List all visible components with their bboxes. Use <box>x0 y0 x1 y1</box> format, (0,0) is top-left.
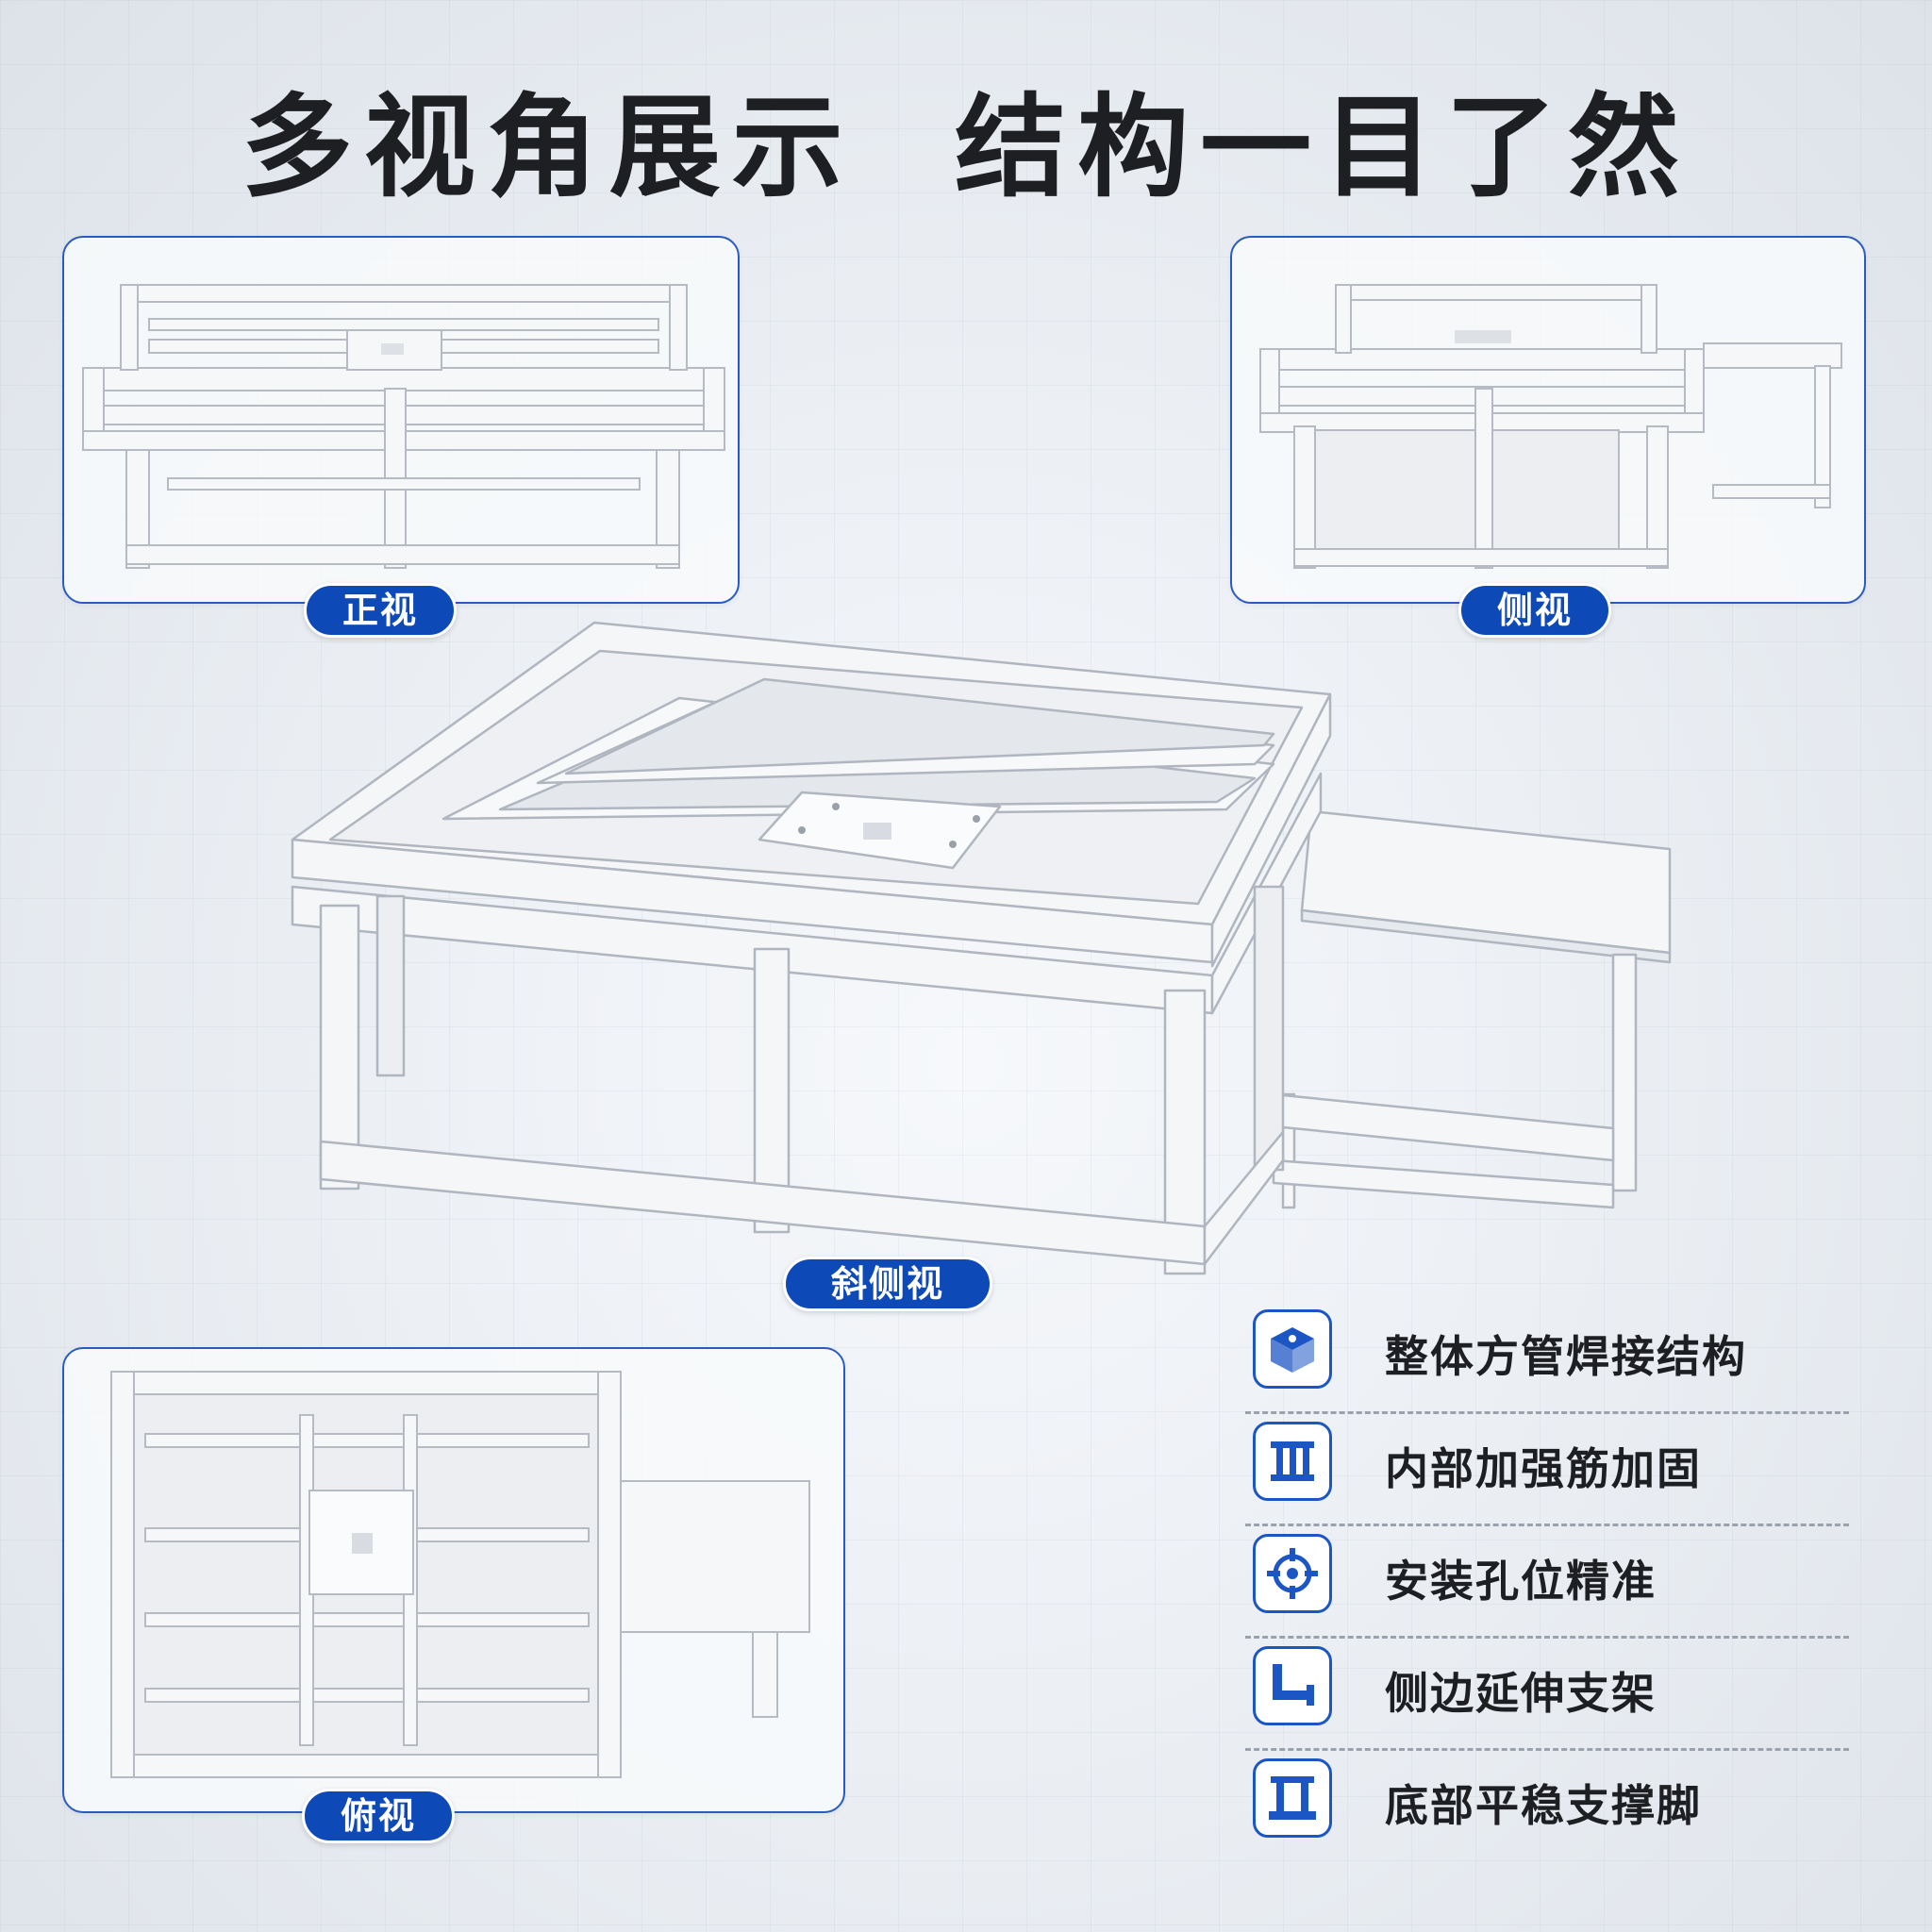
l-bracket-icon <box>1253 1646 1332 1725</box>
feature-label: 整体方管焊接结构 <box>1385 1331 1747 1382</box>
front-view-label: 正视 <box>304 583 457 638</box>
oblique-view-frame-image <box>291 621 1672 1275</box>
front-view-panel <box>62 236 740 604</box>
reinforcement-rib-icon <box>1253 1422 1332 1501</box>
crosshair-target-icon <box>1253 1534 1332 1613</box>
support-foot-icon <box>1253 1758 1332 1838</box>
side-view-label: 侧视 <box>1458 583 1611 638</box>
feature-list: 整体方管焊接结构 内部加强筋加固 安装孔位精准 <box>1245 1302 1849 1860</box>
front-view-frame-image <box>82 284 725 569</box>
side-view-panel <box>1230 236 1866 604</box>
feature-label: 底部平稳支撑脚 <box>1385 1780 1702 1831</box>
feature-label: 侧边延伸支架 <box>1385 1668 1657 1719</box>
oblique-view-label: 斜侧视 <box>783 1257 992 1311</box>
cube-icon <box>1253 1309 1332 1389</box>
top-view-panel <box>62 1347 845 1813</box>
feature-item-side-bracket: 侧边延伸支架 <box>1245 1636 1849 1748</box>
feature-item-reinforcement-ribs: 内部加强筋加固 <box>1245 1411 1849 1524</box>
feature-item-welded-structure: 整体方管焊接结构 <box>1245 1302 1849 1411</box>
feature-item-precise-holes: 安装孔位精准 <box>1245 1524 1849 1636</box>
side-view-frame-image <box>1259 284 1842 569</box>
top-view-label: 俯视 <box>302 1789 455 1843</box>
top-view-frame-image <box>110 1371 810 1778</box>
feature-item-stable-feet: 底部平稳支撑脚 <box>1245 1748 1849 1860</box>
feature-label: 内部加强筋加固 <box>1385 1443 1702 1494</box>
page-title: 多视角展示 结构一目了然 <box>241 82 1691 212</box>
feature-label: 安装孔位精准 <box>1385 1556 1657 1607</box>
